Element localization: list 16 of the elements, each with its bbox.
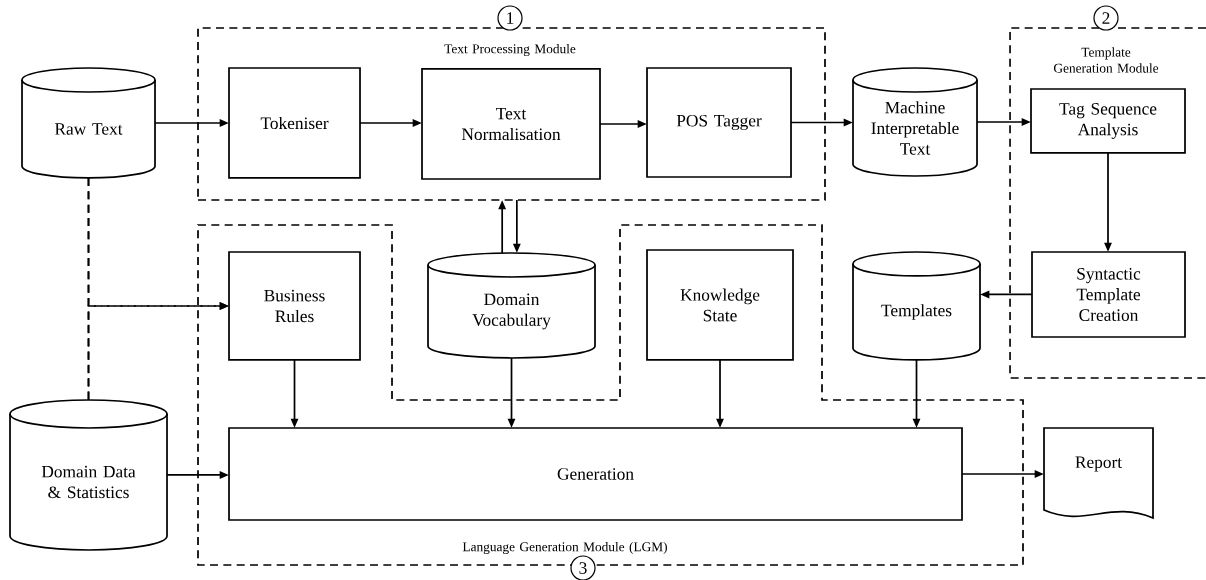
callout-number: 3	[570, 555, 596, 580]
process-box: Knowledge State	[646, 249, 794, 361]
database-cylinder: Templates	[852, 251, 981, 361]
process-box: Generation	[228, 427, 963, 521]
database-cylinder: Domain Vocabulary	[427, 252, 596, 359]
database-cylinder: Domain Data & Statistics	[9, 399, 168, 551]
process-box: POS Tagger	[646, 67, 792, 178]
database-cylinder: Machine Interpretable Text	[852, 67, 978, 177]
process-box: Tag Sequence Analysis	[1030, 88, 1186, 154]
callout-number: 2	[1093, 5, 1119, 31]
process-box: Text Normalisation	[421, 68, 601, 180]
process-box: Syntactic Template Creation	[1031, 251, 1186, 338]
process-box: Tokeniser	[228, 67, 361, 179]
process-box: Business Rules	[228, 251, 361, 361]
database-cylinder: Raw Text	[21, 67, 156, 179]
callout-number: 1	[497, 5, 523, 31]
